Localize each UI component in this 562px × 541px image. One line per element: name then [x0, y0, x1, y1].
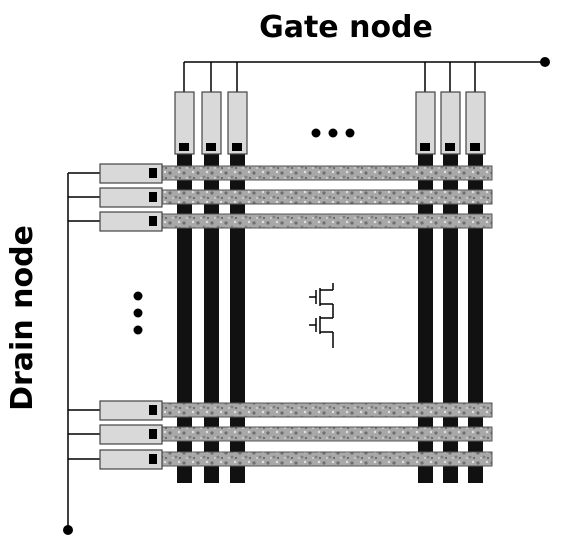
- gate-pad: [465, 91, 486, 155]
- drain-terminal-dot: [63, 525, 73, 535]
- gate-pad: [440, 91, 461, 155]
- gate-electrode: [468, 150, 483, 483]
- drain-electrode: [159, 189, 493, 205]
- gate-node-label: Gate node: [259, 10, 433, 45]
- gate-electrode: [177, 150, 192, 483]
- drain-electrode: [159, 451, 493, 467]
- drain-pad: [99, 163, 163, 184]
- drain-pad: [99, 211, 163, 232]
- gate-ellipsis: [311, 128, 355, 138]
- drain-pads: [99, 163, 163, 470]
- gate-electrode: [443, 150, 458, 483]
- gate-electrode: [418, 150, 433, 483]
- gate-pad: [227, 91, 248, 155]
- gate-pad: [415, 91, 436, 155]
- gate-bus: [183, 57, 550, 92]
- drain-electrode: [159, 426, 493, 442]
- drain-node-label: Drain node: [5, 225, 40, 411]
- drain-pad: [99, 449, 163, 470]
- gate-electrodes: [177, 150, 483, 483]
- drain-electrode: [159, 213, 493, 229]
- gate-pads: [174, 91, 486, 155]
- drain-pad: [99, 400, 163, 421]
- drain-pad: [99, 187, 163, 208]
- gate-electrode: [230, 150, 245, 483]
- drain-electrode: [159, 402, 493, 418]
- gate-electrode: [204, 150, 219, 483]
- gate-terminal-dot: [540, 57, 550, 67]
- drain-electrode: [159, 165, 493, 181]
- transistor-symbol: [309, 283, 334, 348]
- drain-pad: [99, 424, 163, 445]
- gate-pad: [174, 91, 195, 155]
- gate-pad: [201, 91, 222, 155]
- drain-ellipsis: [133, 291, 143, 335]
- drain-bus: [63, 172, 100, 535]
